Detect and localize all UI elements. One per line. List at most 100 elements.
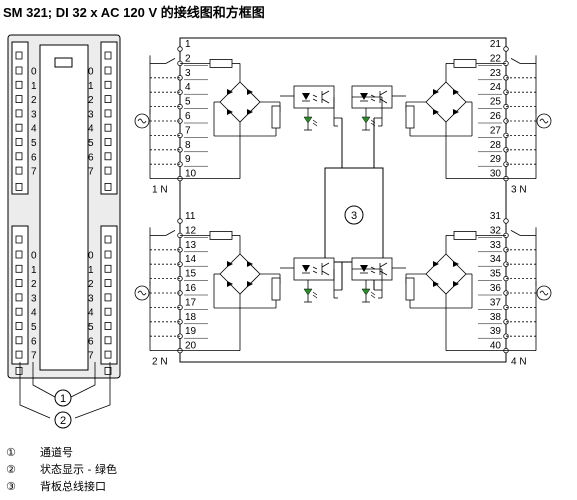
terminal-number: 32 [490, 225, 502, 236]
neutral-label: 2 N [152, 357, 168, 368]
channel-number: 5 [88, 322, 94, 333]
channel-number: 7 [31, 351, 37, 362]
legend-num: ③ [6, 479, 16, 493]
strip-pin [15, 51, 23, 60]
terminal-number: 10 [185, 169, 197, 180]
optocoupler [293, 85, 335, 109]
channel-number: 7 [88, 167, 94, 178]
module-front [7, 34, 121, 379]
strip-pin [15, 235, 23, 244]
channel-led [15, 322, 23, 330]
channel-number: 7 [31, 167, 37, 178]
channel-led [104, 123, 112, 132]
channel-number: 0 [88, 251, 94, 262]
strip-pin [104, 235, 112, 244]
legend-text: 状态显示 - 绿色 [40, 463, 117, 476]
status-led-icon [361, 288, 371, 296]
channel-led [15, 279, 23, 288]
legend-text: 背板总线接口 [40, 480, 106, 493]
channel-number: 3 [88, 293, 94, 304]
callout-1: 1 [54, 389, 72, 407]
callout-1-label: 1 [60, 393, 66, 405]
terminal-number: 24 [490, 82, 502, 93]
channel-led [15, 138, 23, 146]
strip-pin [104, 182, 112, 191]
channel-number: 6 [88, 336, 94, 347]
channel-number: 4 [31, 124, 37, 135]
terminal-number: 40 [490, 341, 502, 352]
channel-led [104, 350, 112, 359]
terminal-number: 29 [490, 154, 502, 165]
terminal-number: 4 [185, 82, 191, 93]
channel-number: 0 [31, 251, 37, 262]
channel-led [104, 152, 112, 161]
terminal-number: 39 [490, 326, 502, 337]
terminal-number: 37 [490, 297, 502, 308]
channel-led [15, 250, 23, 259]
diagram-title: SM 321; DI 32 x AC 120 V 的接线图和方框图 [3, 5, 265, 20]
callout-lines [19, 362, 111, 419]
optocoupler [293, 257, 335, 281]
channel-number: 3 [31, 293, 37, 304]
legend-text: 通道号 [40, 446, 73, 459]
terminal [177, 46, 183, 52]
channel-number: 2 [88, 279, 94, 290]
channel-led [104, 336, 112, 345]
channel-number: 1 [31, 265, 37, 276]
terminal-number: 23 [490, 68, 502, 79]
channel-number: 6 [31, 336, 37, 347]
terminal-number: 25 [490, 97, 502, 108]
channel-led [104, 66, 112, 75]
legend-num: ② [6, 462, 16, 476]
channel-number: 5 [88, 138, 94, 149]
channel-number: 3 [31, 109, 37, 120]
terminal-number: 18 [185, 312, 197, 323]
channel-led [104, 250, 112, 259]
bridge-rectifier [425, 81, 467, 123]
resistor [271, 105, 281, 129]
channel-number: 3 [88, 109, 94, 120]
channel-number: 0 [88, 67, 94, 78]
terminal-number: 33 [490, 240, 502, 251]
strip-pin [104, 366, 112, 375]
channel-number: 0 [31, 67, 37, 78]
terminal-number: 28 [490, 140, 502, 151]
channel-led [104, 293, 112, 302]
channel-number: 5 [31, 322, 37, 333]
terminal [503, 218, 509, 224]
backplane-interface: 3 [324, 118, 384, 290]
channel-led [15, 123, 23, 132]
resistor [453, 230, 477, 240]
channel-led [15, 80, 23, 89]
strip-pin [15, 182, 23, 191]
channel-number: 2 [31, 95, 37, 106]
channel-led [15, 336, 23, 345]
terminal-number: 20 [185, 341, 197, 352]
terminal-number: 13 [185, 240, 197, 251]
terminal-number: 17 [185, 297, 197, 308]
channel-led [15, 66, 23, 75]
block-diagram-frame [179, 37, 507, 363]
terminal-number: 21 [490, 39, 502, 50]
channel-number: 4 [88, 308, 94, 319]
terminal-number: 2 [185, 53, 191, 64]
terminal-number: 1 [185, 39, 191, 50]
channel-number: 2 [88, 95, 94, 106]
terminal-number: 14 [185, 254, 197, 265]
resistor [209, 59, 233, 68]
terminal-number: 9 [185, 154, 191, 165]
channel-led [104, 109, 112, 118]
channel-led [104, 166, 112, 175]
channel-led [15, 293, 23, 302]
channel-number: 4 [88, 124, 94, 135]
channel-led [15, 152, 23, 161]
channel-number: 6 [88, 152, 94, 163]
terminal [177, 218, 183, 224]
callout-3-label: 3 [351, 210, 357, 222]
terminal-number: 26 [490, 111, 502, 122]
channel-number: 5 [31, 138, 37, 149]
resistor [453, 59, 477, 68]
